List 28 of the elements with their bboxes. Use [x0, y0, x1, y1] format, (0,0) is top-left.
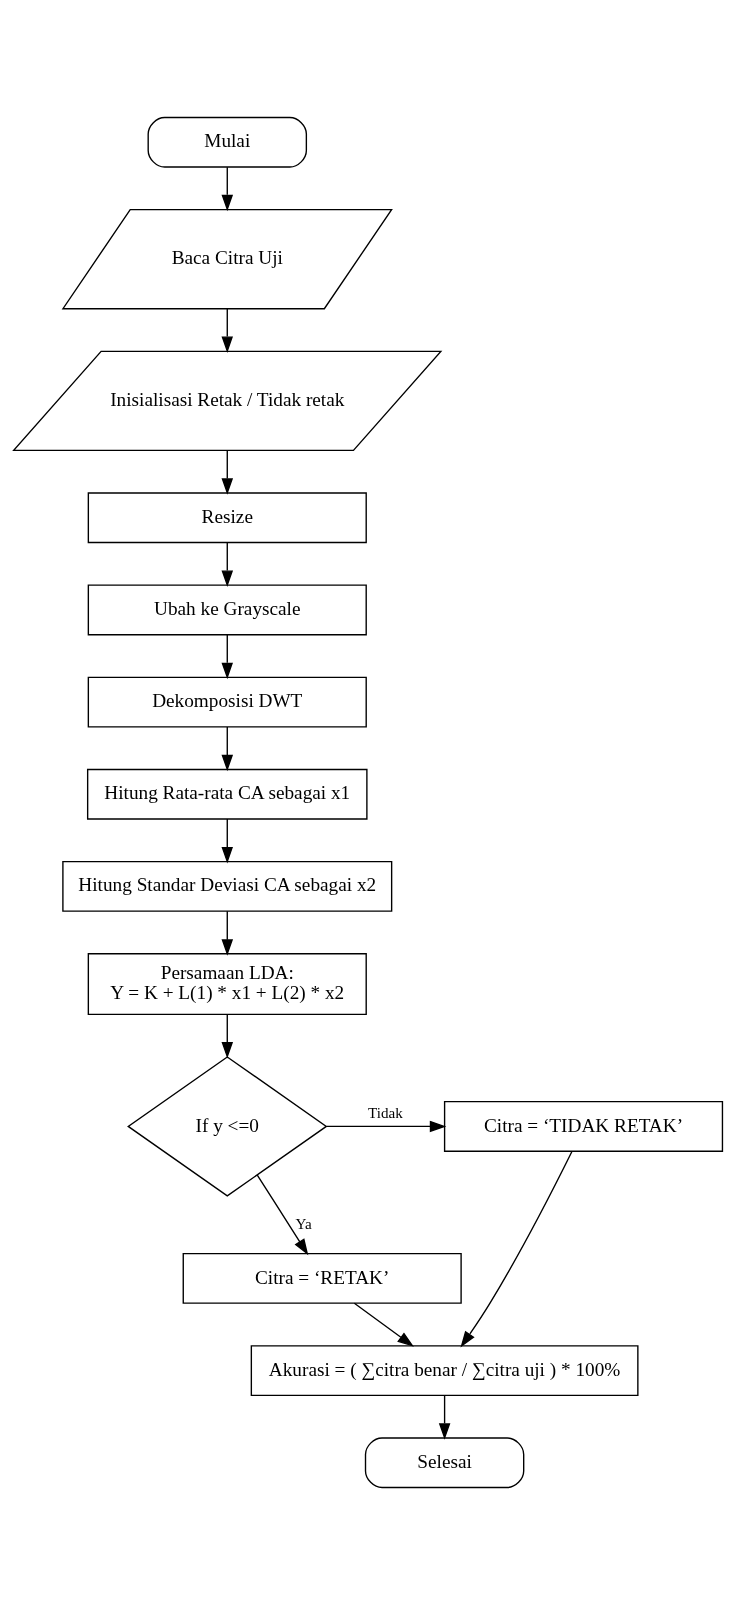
arrow [221, 449, 234, 495]
arrow [221, 308, 234, 353]
arrow [221, 541, 234, 587]
arrow [221, 818, 234, 864]
edge-label: Ya [295, 1215, 312, 1232]
arrow [221, 1013, 234, 1059]
node-box: Citra = ‘TIDAK RETAK’ [443, 1101, 724, 1152]
node-box: Hitung Standar Deviasi CA sebagai x2 [62, 860, 393, 912]
node-box: Citra = ‘RETAK’ [182, 1252, 462, 1304]
arrow [221, 634, 234, 680]
node-box: Dekomposisi DWT [87, 676, 367, 728]
arrow [325, 1120, 447, 1133]
edge-label: Tidak [368, 1104, 403, 1121]
arrow [460, 1150, 573, 1348]
node-box: Mulai [147, 116, 308, 168]
arrow [256, 1174, 309, 1256]
node-box: Akurasi = ( ∑citra benar / ∑citra uji ) * 100% [250, 1345, 639, 1397]
node-box: Selesai [364, 1437, 525, 1489]
arrow [221, 726, 234, 772]
arrow [438, 1394, 451, 1440]
node-box: Resize [87, 492, 367, 544]
arrow [221, 166, 234, 212]
node-box: Persamaan LDA: Y = K + L(1) * x1 + L(2) * x2 [87, 953, 367, 1016]
node-box: Hitung Rata-rata CA sebagai x1 [86, 768, 368, 820]
arrow [353, 1302, 414, 1347]
node-box: Ubah ke Grayscale [87, 584, 367, 636]
node-diamond: If y <=0 [127, 1056, 328, 1197]
arrow [221, 910, 234, 956]
